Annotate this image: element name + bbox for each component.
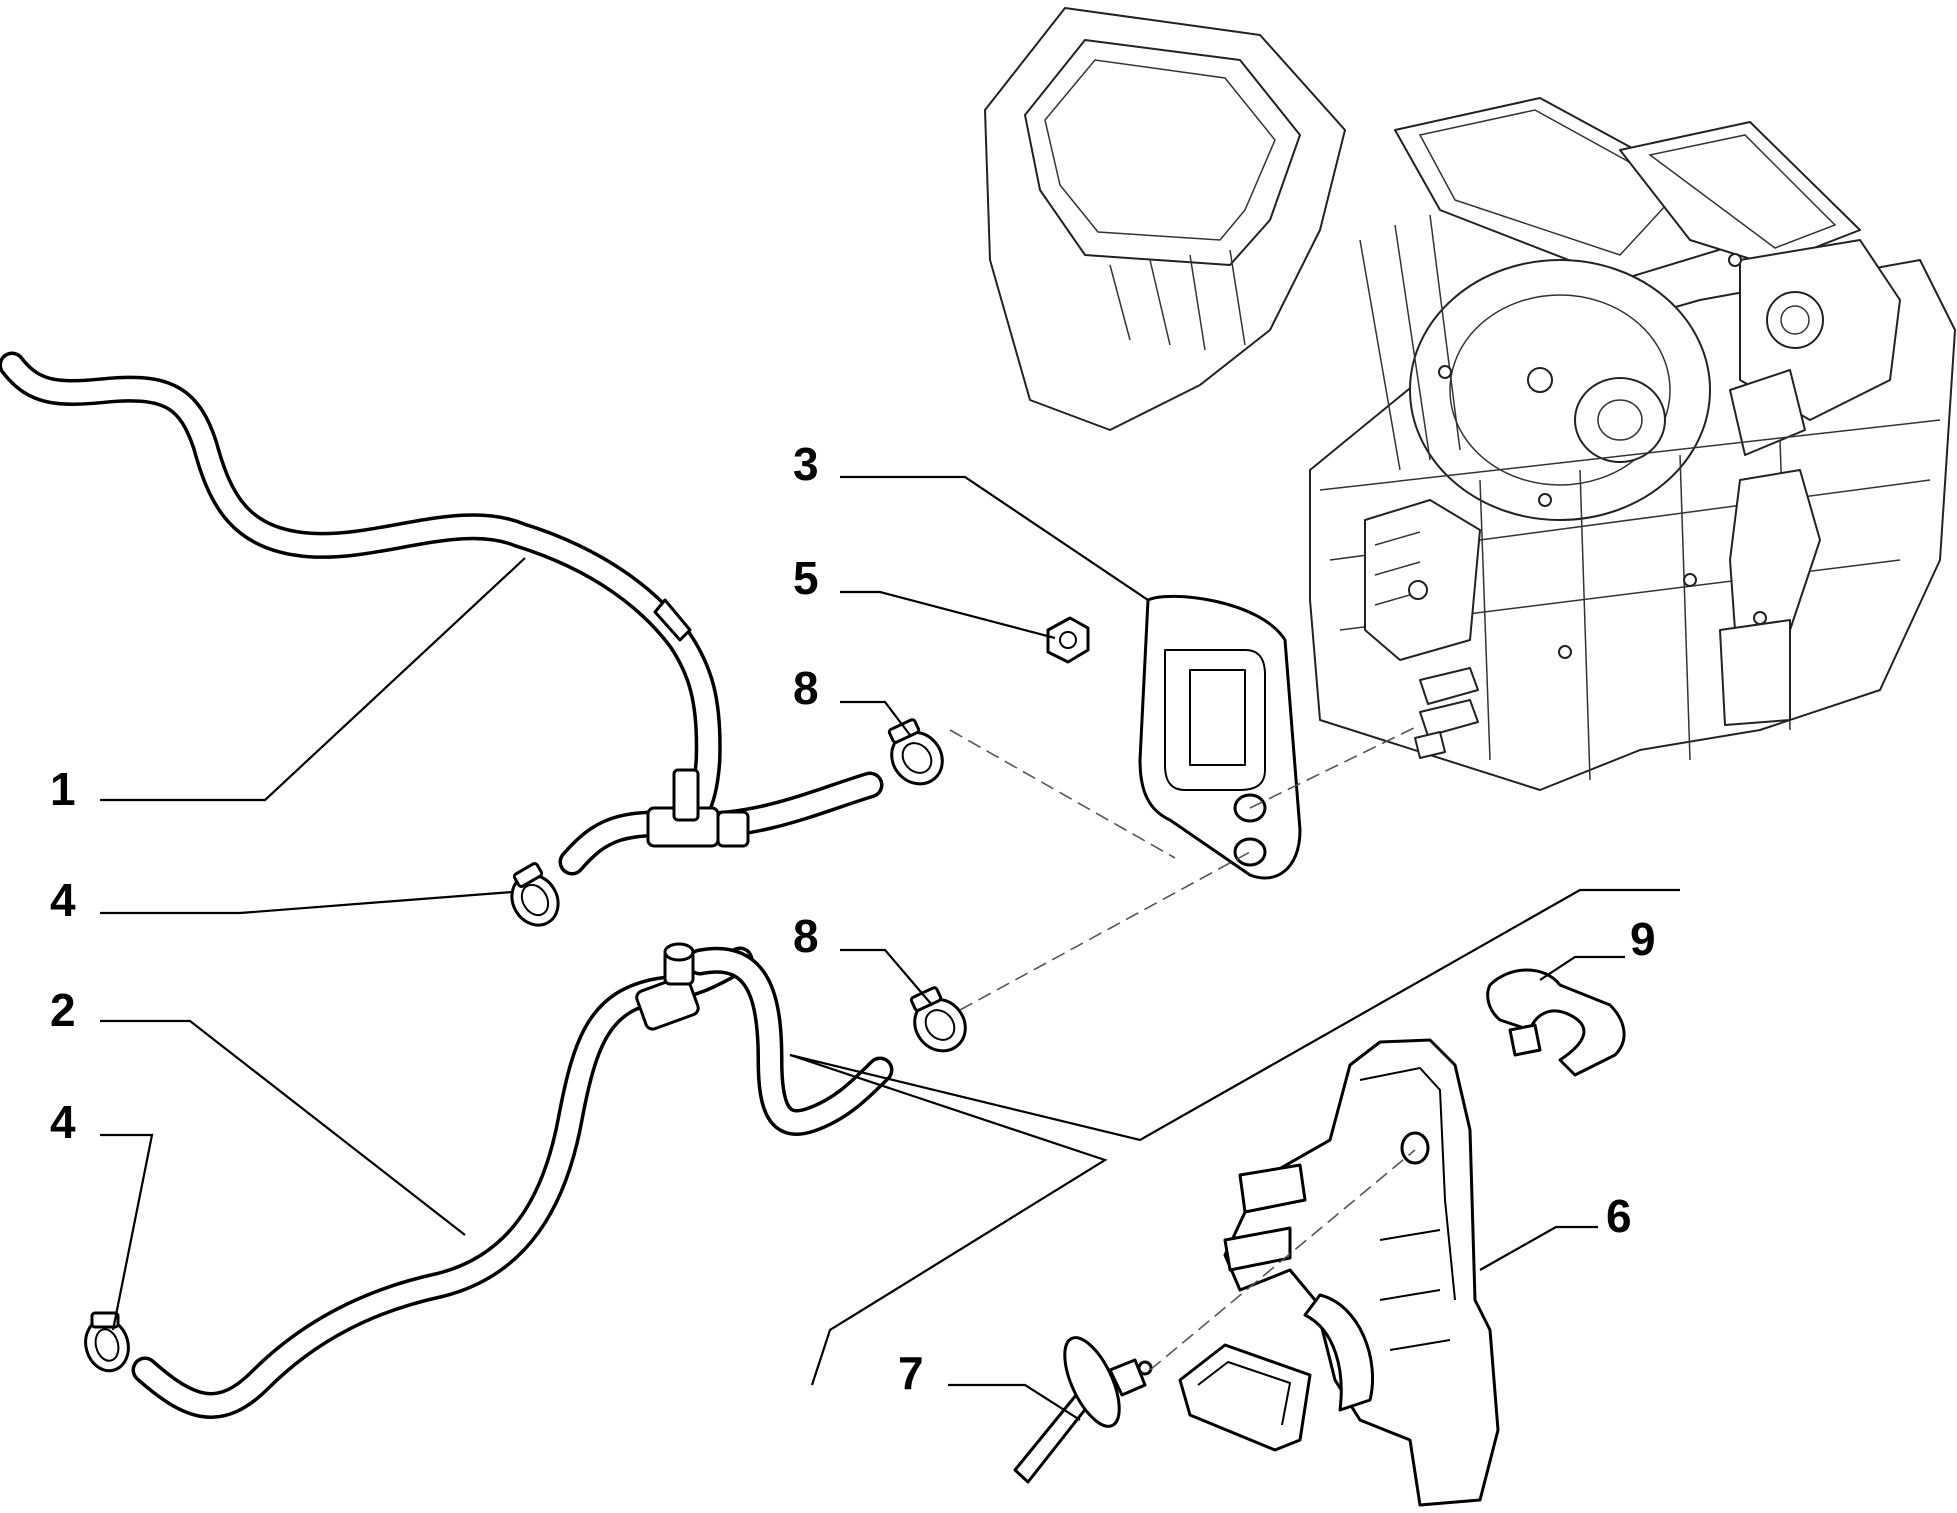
callout-5: 5 [793,552,819,604]
hose-1 [0,351,884,876]
leader-group-a [789,888,1680,1142]
leader-3 [840,475,1149,601]
leader-6 [1479,1225,1598,1271]
leader-lines [100,475,1680,1421]
callout-6: 6 [1606,1190,1632,1242]
bracket-6 [1223,1038,1500,1507]
callout-2: 2 [50,984,76,1036]
leader-4a [100,890,513,915]
callout-8b: 8 [793,910,819,962]
hose-2 [131,942,894,1419]
hvac-heater-unit [984,7,1956,791]
callout-3: 3 [793,438,819,490]
callout-labels: 1 2 3 4 4 5 6 7 8 8 9 [50,438,1656,1399]
nut-5 [1046,616,1090,664]
hose-clamp-8a [887,718,944,786]
leader-9 [1539,955,1625,981]
callout-7: 7 [898,1347,924,1399]
leader-group-b [789,1053,1108,1386]
gasket-3 [1138,594,1302,880]
leader-4b [100,1133,154,1331]
callout-9: 9 [1630,913,1656,965]
leader-8b [840,948,933,1006]
leader-7 [948,1383,1081,1421]
callout-1: 1 [50,763,76,815]
callout-8a: 8 [793,662,819,714]
hose-clamp-4a [510,862,560,927]
assembly-lines [949,724,1421,1371]
pipe-clip-9 [1486,968,1626,1077]
connector-block [1178,1343,1312,1452]
callout-4a: 4 [50,874,76,926]
hose-clamp-4b [84,1311,130,1373]
push-pin-7 [1013,1336,1153,1484]
callout-4b: 4 [50,1096,76,1148]
leader-8a [840,700,911,736]
leader-2 [100,1019,466,1236]
hose-clamp-8b [909,986,967,1053]
leader-1 [100,557,526,802]
leader-5 [840,590,1056,640]
